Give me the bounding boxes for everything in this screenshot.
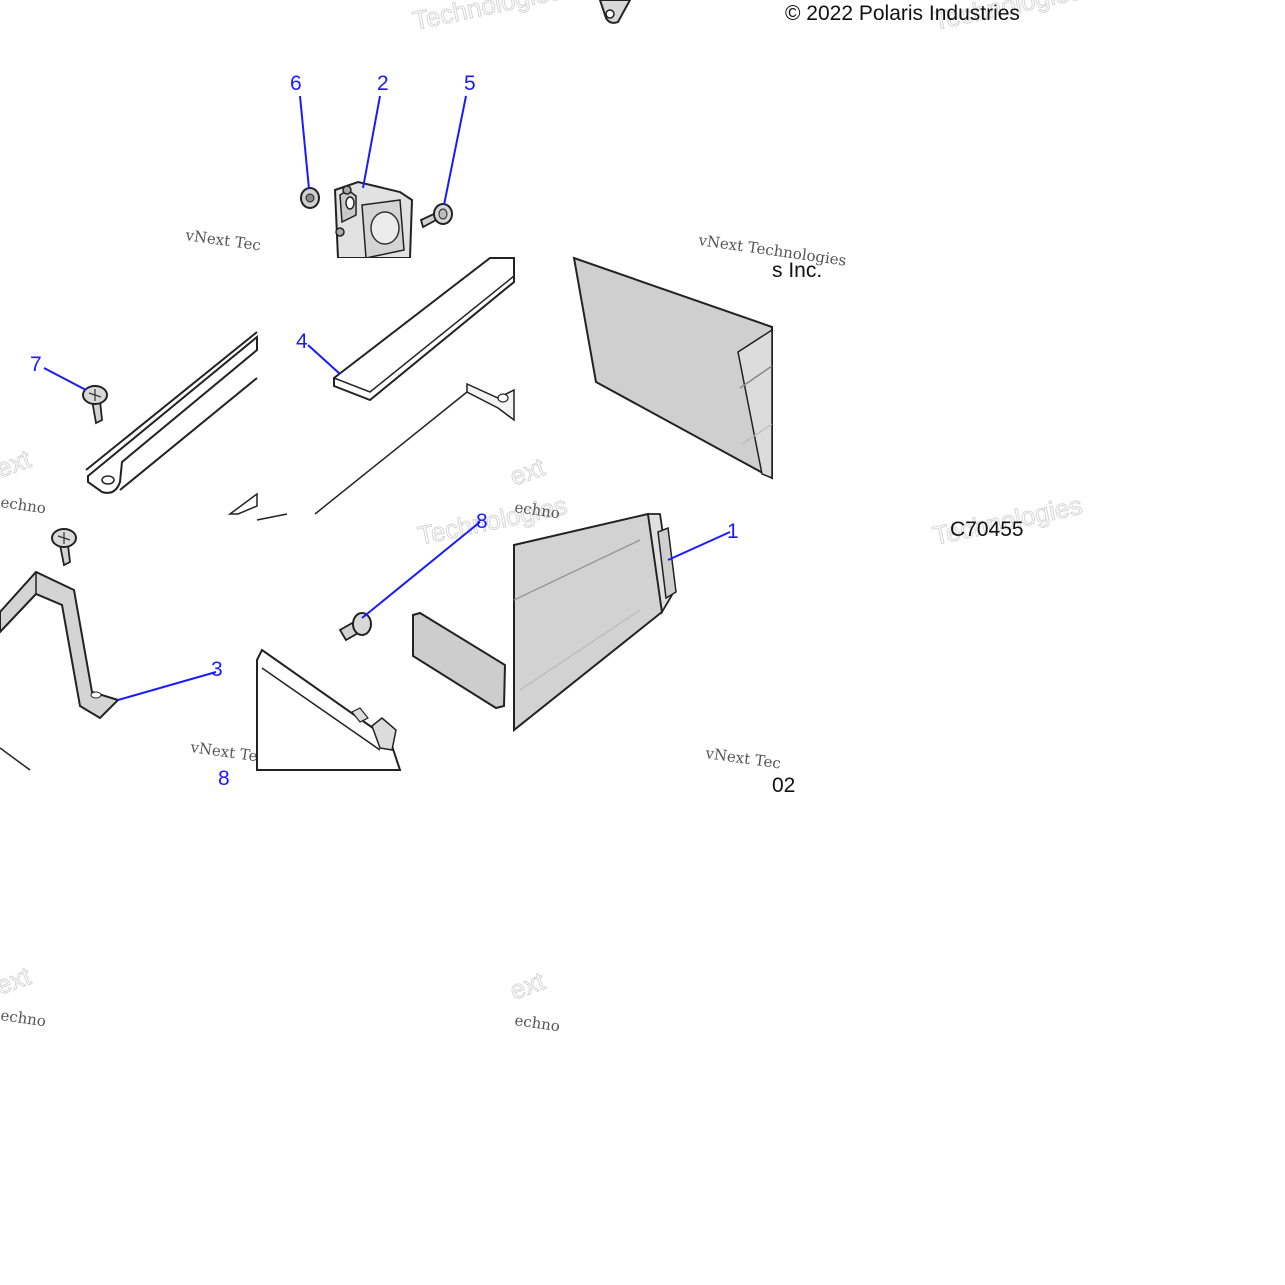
battery-box-side (572, 256, 773, 480)
leader-3 (117, 671, 217, 701)
bracket-part-3 (0, 570, 120, 771)
watermark-ext-lower-left: ext (0, 960, 35, 1000)
watermark-echno-lower-left: echno (0, 1006, 47, 1030)
callout-3: 3 (211, 658, 223, 681)
strap-left (85, 331, 258, 494)
copyright-fragment: s Inc. (772, 259, 822, 282)
battery-tray (256, 513, 402, 771)
callout-8: 8 (476, 510, 488, 533)
bracket-top-fragment (598, 0, 632, 24)
callout-group-top: 6 2 5 (290, 72, 476, 206)
leader-8 (361, 521, 481, 619)
leader-4 (307, 344, 341, 375)
watermark-text-3: vNext Tec (188, 738, 267, 767)
callout-6: 6 (290, 72, 302, 95)
strap-part-4 (333, 257, 515, 402)
watermark-ext-left: ext (0, 443, 35, 483)
nut-part-6 (300, 187, 320, 209)
tray-outline (314, 382, 515, 515)
watermark-ext-mid: ext (506, 451, 550, 491)
part-code: C70455 (950, 518, 1024, 541)
leader-7 (43, 367, 87, 391)
callout-4: 4 (296, 330, 308, 353)
callout-1: 1 (727, 520, 739, 543)
watermark-group: Technologies Technologies vNext Tec vNex… (0, 0, 1085, 1035)
watermark-tech-top: Technologies (410, 0, 565, 36)
callout-7: 7 (30, 353, 42, 376)
watermark-ext-lower-mid: ext (506, 965, 550, 1005)
screw-part-7 (82, 385, 108, 425)
bolt-part-5 (419, 203, 453, 229)
watermark-echno-lower-mid: echno (513, 1011, 561, 1035)
push-pin (338, 612, 372, 642)
leader-1 (667, 531, 731, 561)
callout-8-bottom: 8 (218, 767, 230, 790)
rubber-pad (412, 611, 507, 710)
watermark-text-4: vNext Tec (703, 744, 782, 773)
relay-part-2 (333, 180, 414, 258)
part-code-fragment: 02 (772, 774, 795, 797)
watermark-text-1: vNext Tec (183, 226, 262, 255)
copyright-text: © 2022 Polaris Industries (785, 2, 1020, 25)
screw-part-8-left (51, 528, 77, 567)
callout-5: 5 (464, 72, 476, 95)
callout-2: 2 (377, 72, 389, 95)
tray-corner (227, 492, 258, 515)
watermark-echno-left: echno (0, 493, 47, 517)
battery-part-1 (513, 512, 677, 733)
